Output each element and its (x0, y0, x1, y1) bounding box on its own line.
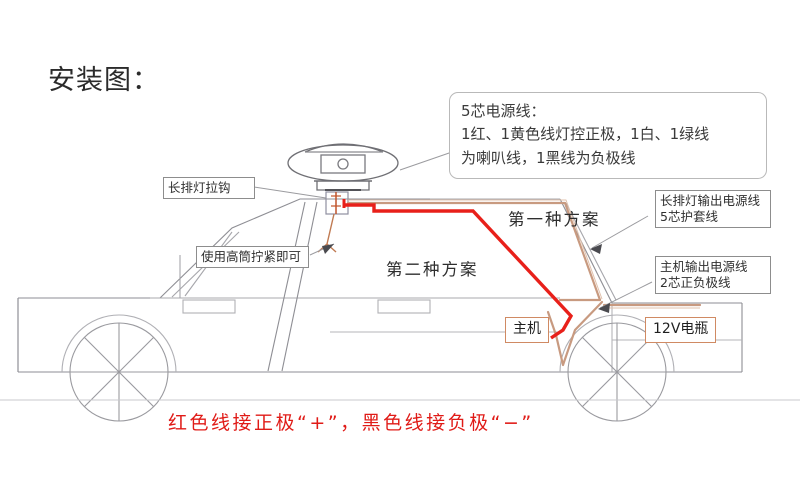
red-power-wire (344, 203, 574, 340)
bottom-polarity-note: 红色线接正极“+”，黑色线接负极“−” (168, 412, 534, 434)
leader-lines (253, 151, 653, 309)
light-bar-output-wire-tan-inner (348, 199, 603, 300)
rear-wheel (69, 322, 169, 422)
scheme-label-second: 第二种方案 (386, 260, 479, 279)
leader-arrowheads (322, 244, 610, 313)
main-unit-output-wire-tan (546, 300, 702, 367)
front-wheel (567, 322, 667, 422)
tag-12v-battery: 12V电瓶 (645, 317, 717, 343)
car-body-outline (17, 198, 743, 373)
tag-light-bar-hook: 长排灯拉钩 (163, 177, 255, 199)
tag-main-unit-output-cable: 主机输出电源线 2芯正负极线 (655, 256, 771, 294)
page-title: 安装图： (48, 65, 160, 96)
tag-main-unit: 主机 (505, 317, 549, 343)
callout-power-cable: 5芯电源线： 1红、1黄色线灯控正极，1白、1绿线 为喇叭线，1黑线为负极线 (449, 92, 767, 179)
tag-socket-tighten: 使用高筒拧紧即可 (196, 246, 309, 268)
tag-light-bar-output-cable: 长排灯输出电源线 5芯护套线 (655, 190, 771, 228)
light-bar-output-wire-tan (346, 201, 602, 302)
roof-light-bar (287, 143, 399, 191)
scheme-label-first: 第一种方案 (508, 210, 601, 229)
